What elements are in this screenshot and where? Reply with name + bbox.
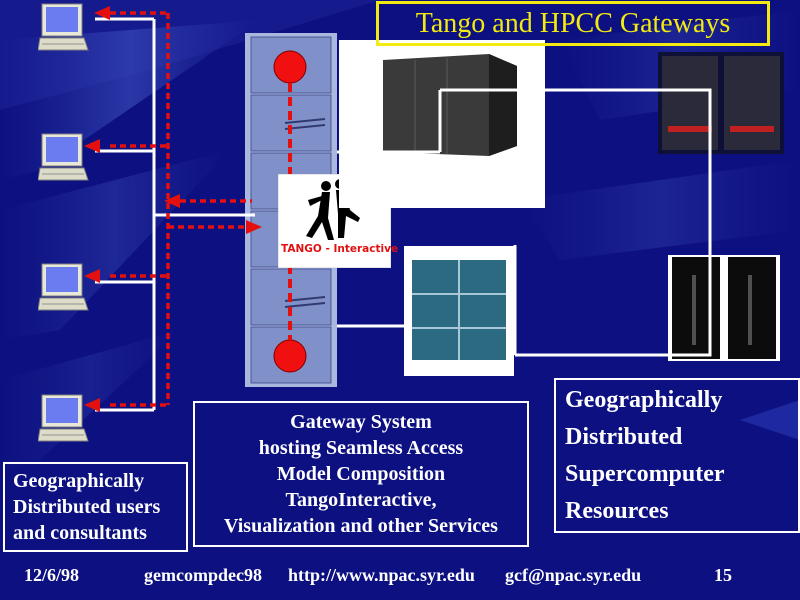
users-box: Geographically Distributed users and con… <box>3 462 188 552</box>
users-line: Geographically <box>13 470 145 492</box>
gateway-line: Gateway System <box>290 411 432 433</box>
gateway-line: Visualization and other Services <box>224 515 498 537</box>
laptop-icon <box>38 133 89 181</box>
resources-box: Geographically Distributed Supercomputer… <box>554 378 800 533</box>
resources-line: Distributed <box>565 423 683 450</box>
supercomputer-icon <box>339 40 545 208</box>
gateway-line: Model Composition <box>276 463 446 485</box>
supercomputer-icon <box>668 255 780 361</box>
resources-line: Geographically <box>565 386 723 413</box>
supercomputer-icon <box>404 246 514 376</box>
gateway-line: hosting Seamless Access <box>258 437 464 459</box>
laptop-icon <box>38 394 89 442</box>
users-line: and consultants <box>13 522 147 544</box>
laptop-icon <box>38 263 89 311</box>
resources-line: Supercomputer <box>565 460 725 487</box>
footer-page-number: 15 <box>714 565 732 585</box>
gateway-line: TangoInteractive, <box>285 489 437 511</box>
laptop-icon <box>38 3 89 51</box>
users-line: Distributed users <box>13 496 161 518</box>
tango-logo-text: TANGO - Interactive <box>281 243 399 255</box>
footer-date: 12/6/98 <box>24 565 80 585</box>
gateway-box: Gateway System hosting Seamless Access M… <box>193 401 529 547</box>
footer-talk-id: gemcompdec98 <box>144 565 262 585</box>
footer-email: gcf@npac.syr.edu <box>505 565 642 585</box>
footer-url: http://www.npac.syr.edu <box>288 565 475 585</box>
resources-line: Resources <box>565 497 669 524</box>
slide-title: Tango and HPCC Gateways <box>376 1 770 46</box>
